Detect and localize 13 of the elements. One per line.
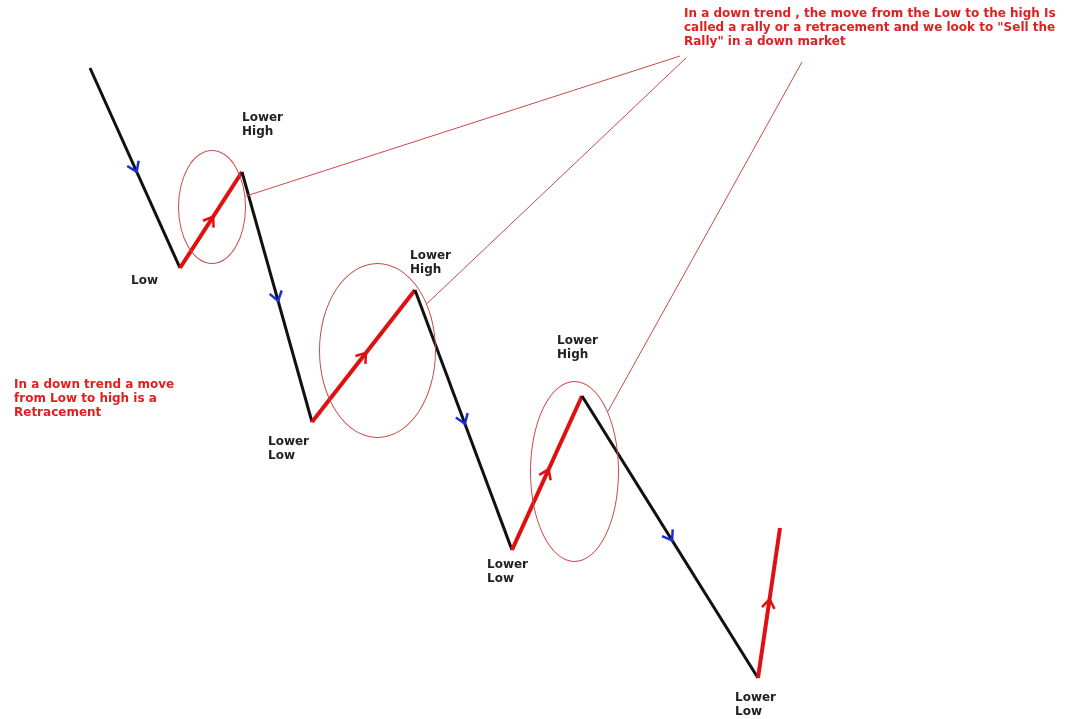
note-text: In a down trend a move from Low to high is a Retracement <box>14 377 176 419</box>
ellipse-outline <box>530 381 619 562</box>
swing-point-label: Low <box>131 273 159 287</box>
swing-point-label: Lower Low <box>735 690 778 718</box>
swing-point-label: Lower Low <box>487 557 530 585</box>
swing-point-label: Lower High <box>410 248 453 276</box>
leader-line <box>244 55 681 197</box>
leader-line <box>426 57 687 305</box>
leader-line <box>607 61 803 412</box>
swing-point-label: Lower High <box>557 333 600 361</box>
callout-note: In a down trend , the move from the Low to the high Is called a rally or a retracement and we look to "Sell the Rally" in a down market <box>684 6 1074 48</box>
swing-point-label: Lower High <box>242 110 285 138</box>
swing-point-label: Lower Low <box>268 434 311 462</box>
